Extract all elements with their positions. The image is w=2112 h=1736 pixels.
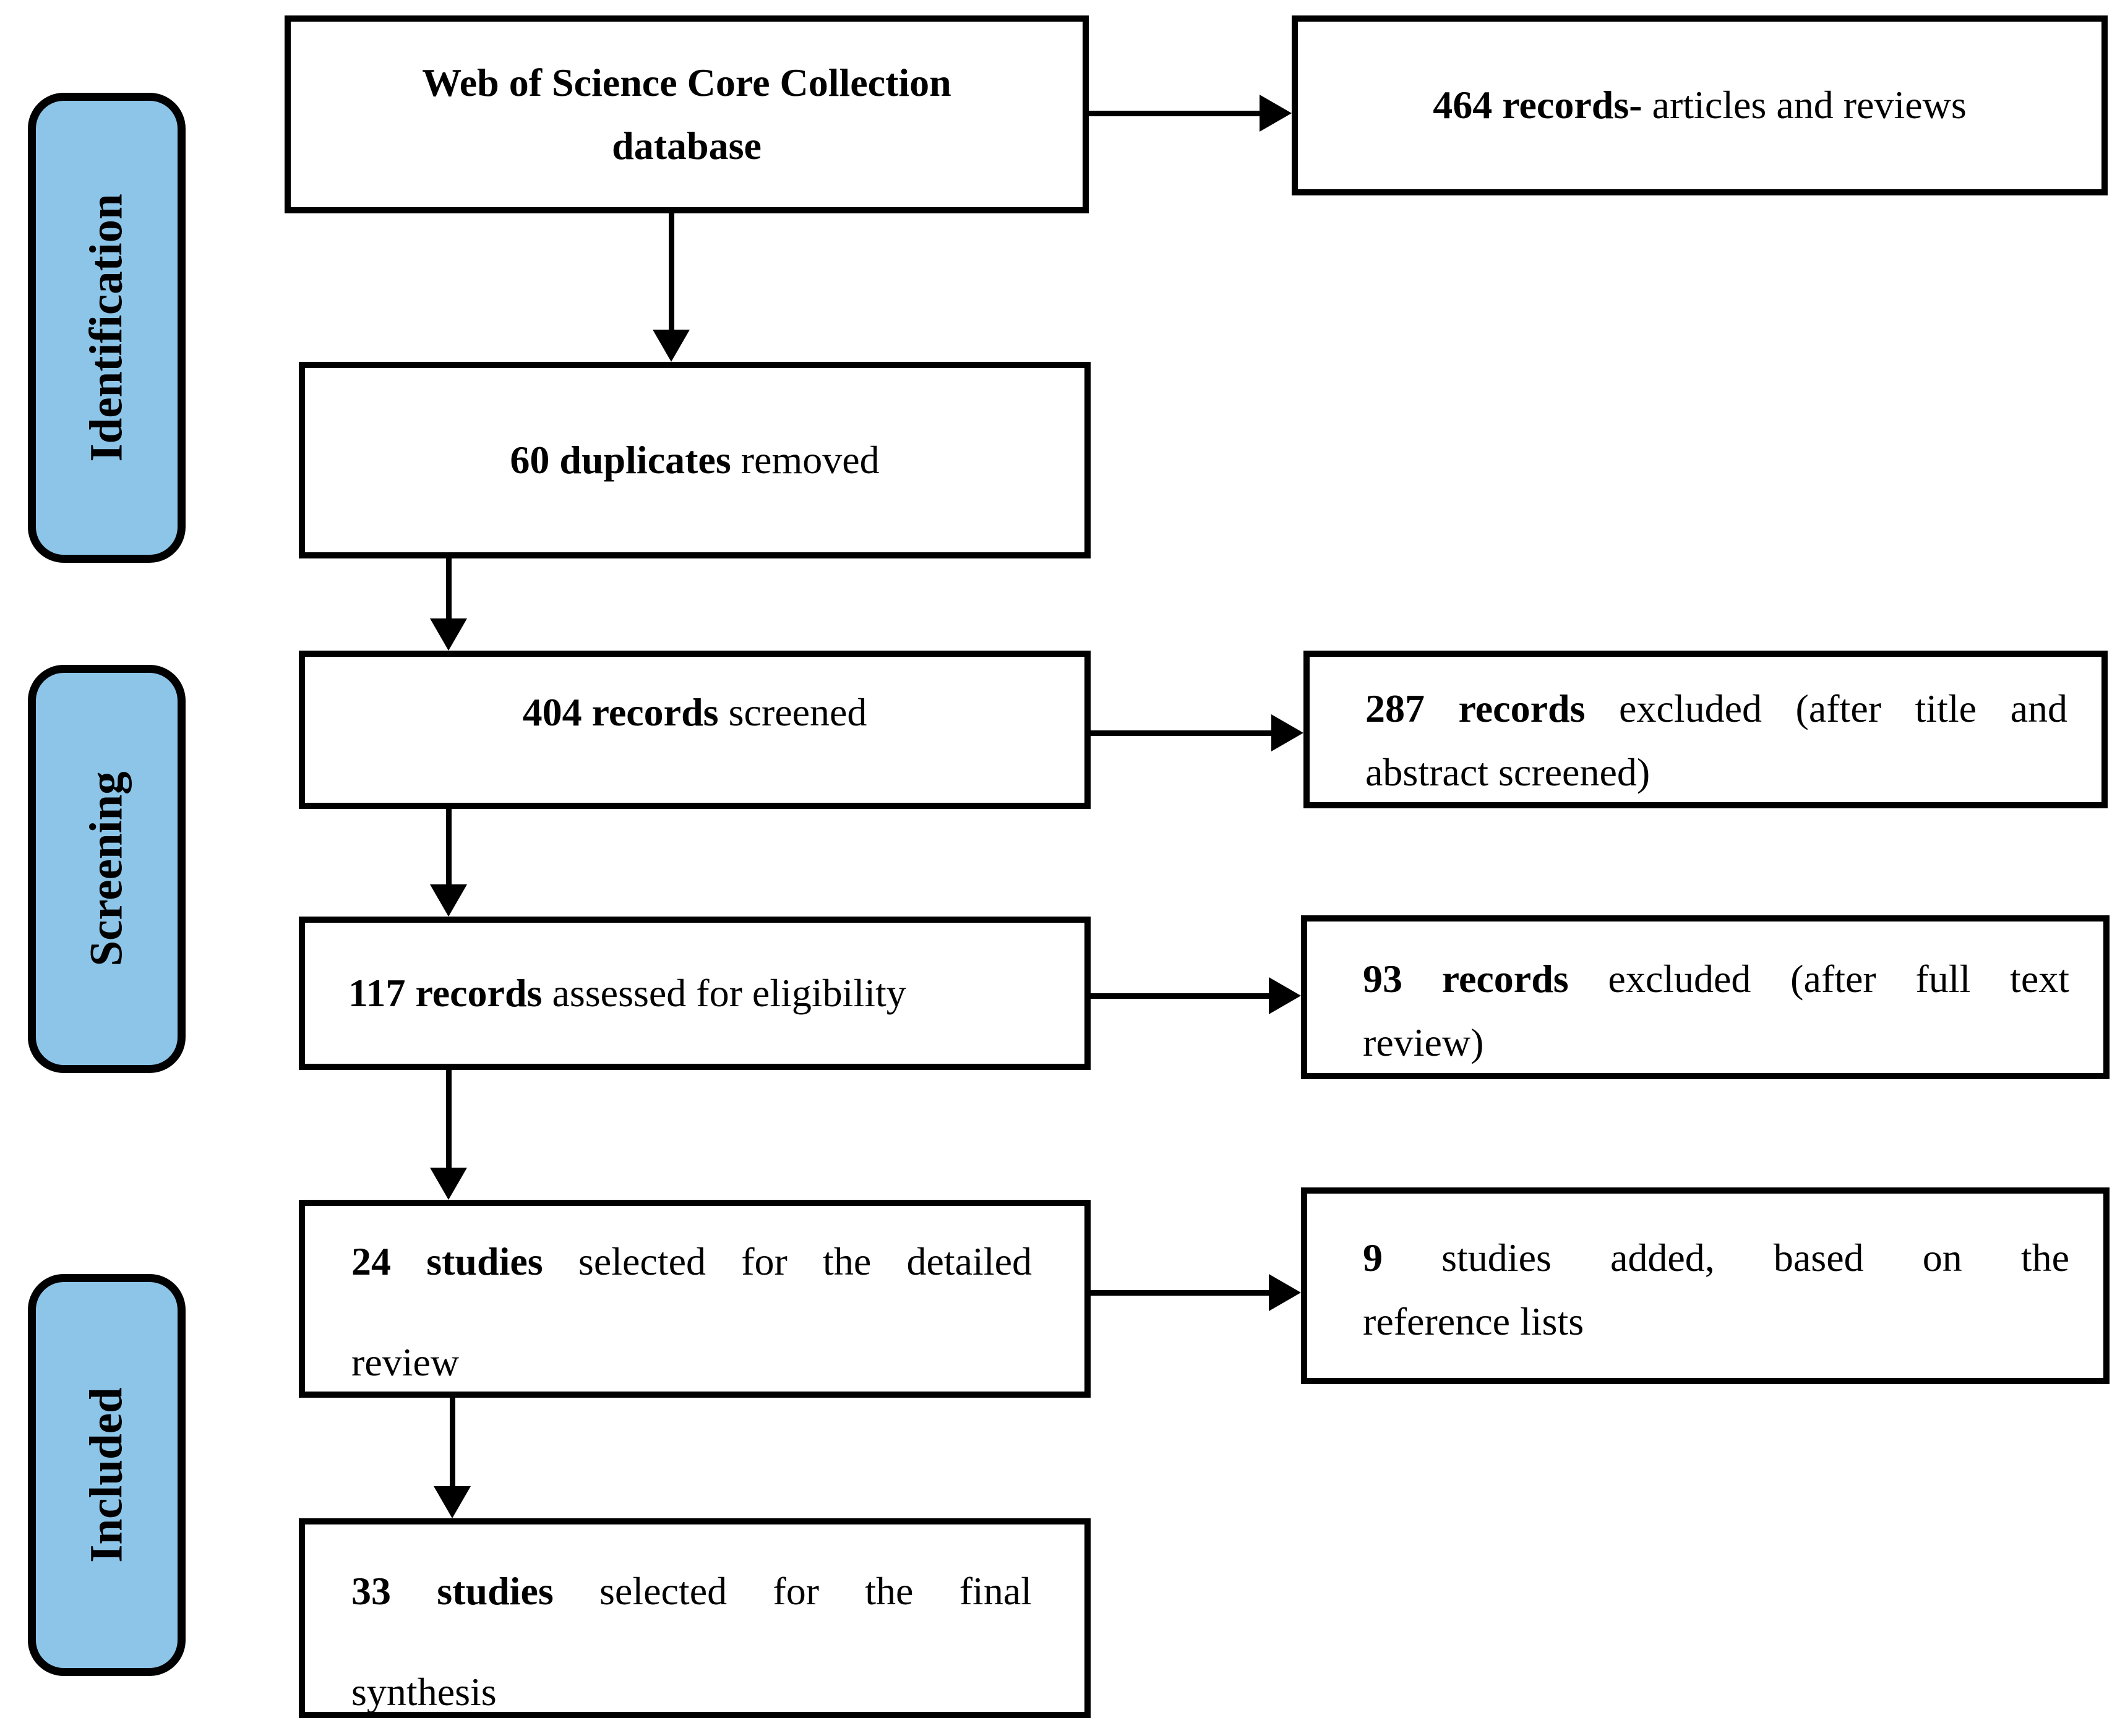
box-excluded-title-abstract-line2: abstract screened): [1365, 750, 1651, 794]
box-detailed-review-line1: 24 studies selected for the detailed: [351, 1239, 1032, 1283]
connector-line: [1088, 111, 1261, 116]
connector-line: [1091, 730, 1273, 736]
stage-identification: Identification: [28, 93, 186, 563]
arrow-right-icon: [1260, 95, 1292, 132]
box-assessed-eligibility-text: 117 records assessed for eligibility: [348, 970, 906, 1015]
box-records-found-text: 464 records- articles and reviews: [1433, 83, 1967, 127]
arrow-down-icon: [653, 330, 690, 362]
arrow-right-icon: [1271, 714, 1303, 751]
box-duplicates-removed-text: 60 duplicates removed: [510, 437, 880, 482]
box-database-source-text: Web of Science Core Collection database: [422, 60, 951, 168]
box-assessed-eligibility: 117 records assessed for eligibility: [299, 917, 1091, 1070]
connector-line: [1091, 993, 1270, 999]
box-excluded-title-abstract: 287 records excluded (after title and ab…: [1303, 651, 2108, 808]
stage-screening-label: Screening: [80, 771, 132, 967]
stage-included-label: Included: [80, 1387, 132, 1563]
box-excluded-full-text-line1: 93 records excluded (after full text: [1363, 957, 2070, 1001]
box-records-screened: 404 records screened: [299, 651, 1091, 809]
box-reference-list-added-line1: 9 studies added, based on the: [1363, 1236, 2069, 1280]
box-excluded-full-text-line2: review): [1363, 1020, 1484, 1064]
box-duplicates-removed: 60 duplicates removed: [299, 362, 1091, 558]
connector-line: [1091, 1290, 1270, 1296]
box-reference-list-added-line2: reference lists: [1363, 1299, 1584, 1343]
connector-line: [669, 213, 674, 332]
box-detailed-review: 24 studies selected for the detailed rev…: [299, 1200, 1091, 1398]
arrow-down-icon: [430, 1168, 467, 1200]
arrow-down-icon: [434, 1486, 471, 1518]
arrow-right-icon: [1269, 1274, 1301, 1311]
connector-line: [446, 1070, 452, 1169]
arrow-down-icon: [430, 618, 467, 651]
box-final-synthesis-line2: synthesis: [351, 1669, 497, 1714]
stage-identification-label: Identification: [80, 194, 132, 462]
stage-included: Included: [28, 1274, 186, 1676]
box-records-screened-text: 404 records screened: [522, 690, 867, 734]
connector-line: [446, 809, 452, 886]
arrow-down-icon: [430, 884, 467, 917]
box-detailed-review-line2: review: [351, 1340, 460, 1384]
box-excluded-full-text: 93 records excluded (after full text rev…: [1301, 915, 2110, 1079]
box-final-synthesis: 33 studies selected for the final synthe…: [299, 1518, 1091, 1718]
connector-line: [450, 1398, 455, 1487]
connector-line: [446, 558, 452, 620]
box-reference-list-added: 9 studies added, based on the reference …: [1301, 1187, 2110, 1384]
box-database-source: Web of Science Core Collection database: [285, 15, 1089, 213]
box-excluded-title-abstract-line1: 287 records excluded (after title and: [1365, 686, 2068, 730]
box-final-synthesis-line1: 33 studies selected for the final: [351, 1569, 1032, 1613]
stage-screening: Screening: [28, 665, 186, 1073]
arrow-right-icon: [1269, 977, 1301, 1014]
box-records-found: 464 records- articles and reviews: [1292, 15, 2108, 195]
